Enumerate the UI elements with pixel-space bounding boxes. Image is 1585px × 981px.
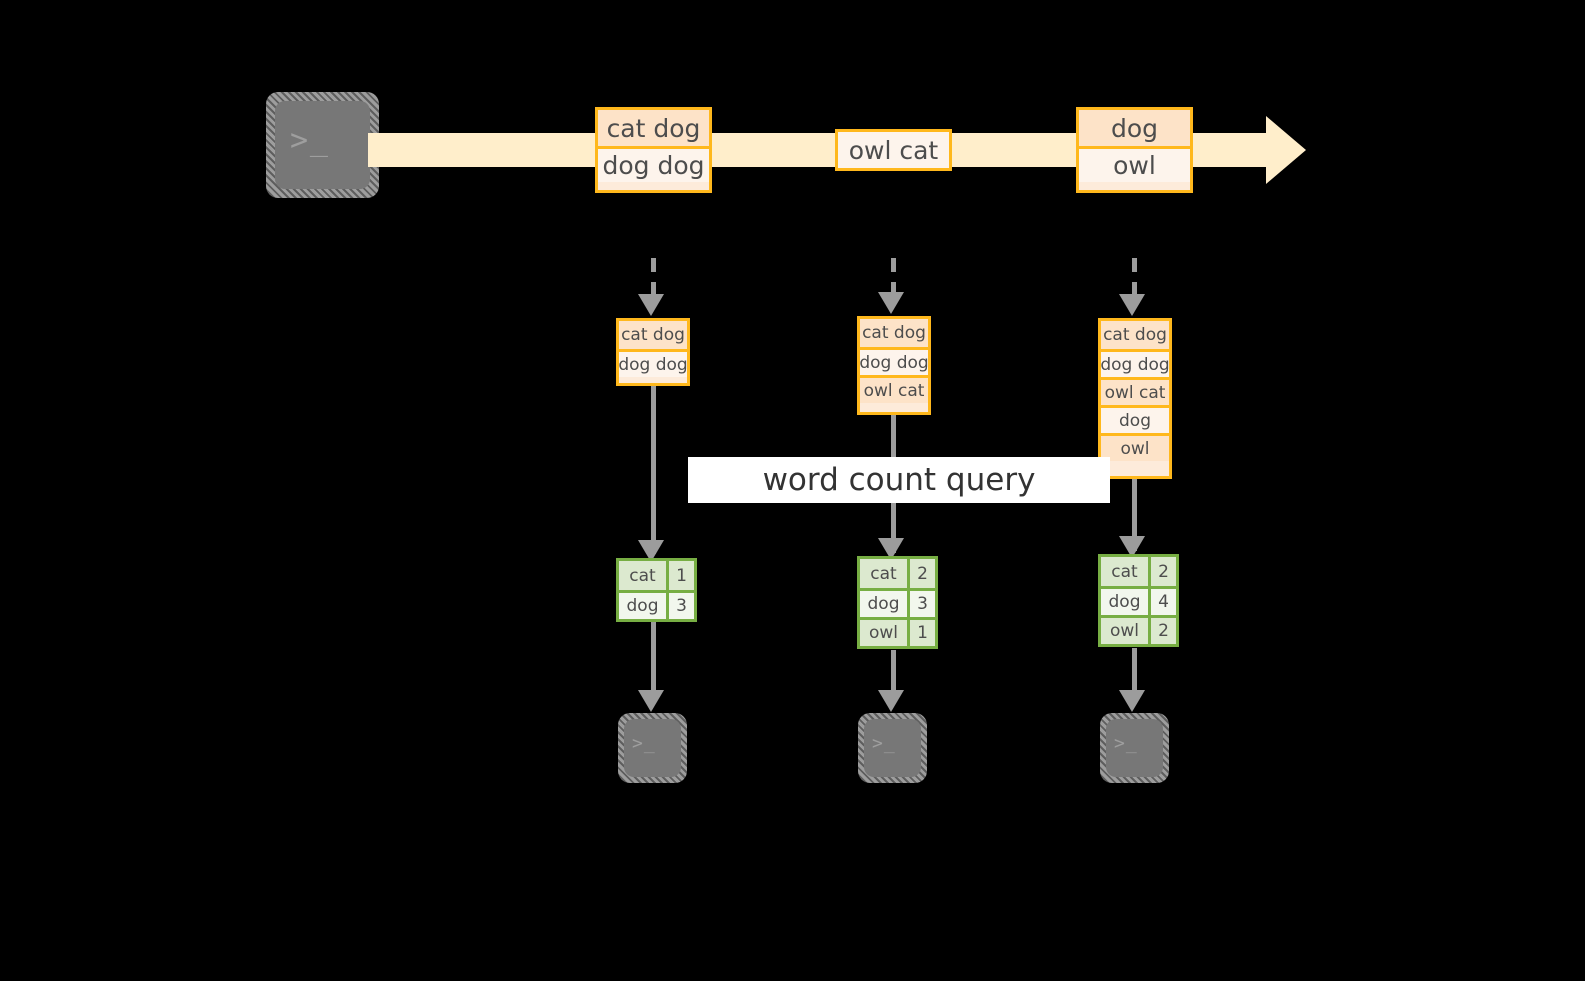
- result-word: cat: [619, 561, 666, 590]
- snapshot-2-query-arrowhead: [878, 538, 904, 560]
- result-word: dog: [860, 591, 907, 617]
- snapshot-input-row: cat dog: [619, 321, 687, 349]
- stream-event-row: dog: [1079, 110, 1190, 146]
- snapshot-1-input-box: cat dog dog dog: [616, 318, 690, 386]
- snapshot-1-sink-connector: [651, 620, 656, 696]
- snapshot-1-sink-terminal-icon: >_: [618, 713, 687, 783]
- terminal-prompt-glyph: >_: [290, 123, 330, 158]
- snapshot-3-result-table: cat 2 dog 4 owl 2: [1098, 554, 1179, 647]
- snapshot-3-dashed-arrowhead: [1119, 294, 1145, 316]
- snapshot-2-input-box: cat dog dog dog owl cat: [857, 316, 931, 415]
- snapshot-3-query-connector: [1132, 479, 1137, 551]
- snapshot-2-dashed-connector: [891, 258, 896, 296]
- event-stream-arrowhead: [1266, 116, 1306, 184]
- snapshot-2-dashed-arrowhead: [878, 292, 904, 314]
- result-count: 4: [1148, 589, 1176, 615]
- snapshot-1-query-connector: [651, 386, 656, 554]
- stream-event-row: owl cat: [838, 132, 949, 168]
- table-row: cat 2: [1101, 557, 1176, 586]
- terminal-face: [624, 719, 681, 777]
- terminal-prompt-glyph: >_: [872, 733, 896, 754]
- snapshot-1-dashed-connector: [651, 258, 656, 298]
- snapshot-3-dashed-connector: [1132, 258, 1137, 298]
- table-row: cat 1: [619, 561, 694, 590]
- stream-event-row: cat dog: [598, 110, 709, 146]
- result-count: 3: [907, 591, 935, 617]
- result-word: owl: [1101, 618, 1148, 644]
- snapshot-2-sink-arrowhead: [878, 690, 904, 712]
- snapshot-input-row: cat dog: [860, 319, 928, 347]
- snapshot-input-row: owl cat: [860, 375, 928, 403]
- table-row: dog 4: [1101, 586, 1176, 615]
- snapshot-input-row: cat dog: [1101, 321, 1169, 349]
- query-label-text: word count query: [762, 462, 1036, 498]
- snapshot-input-row: dog: [1101, 405, 1169, 433]
- snapshot-2-sink-terminal-icon: >_: [858, 713, 927, 783]
- terminal-prompt-glyph: >_: [1114, 733, 1138, 754]
- stream-event-box-3: dog owl: [1076, 107, 1193, 193]
- snapshot-1-sink-arrowhead: [638, 690, 664, 712]
- stream-event-row: owl: [1079, 146, 1190, 182]
- result-word: cat: [860, 559, 907, 588]
- table-row: dog 3: [860, 588, 935, 617]
- snapshot-3-input-box: cat dog dog dog owl cat dog owl: [1098, 318, 1172, 479]
- result-word: owl: [860, 620, 907, 646]
- table-row: dog 3: [619, 590, 694, 619]
- result-word: dog: [1101, 589, 1148, 615]
- snapshot-input-row: dog dog: [619, 349, 687, 377]
- result-word: dog: [619, 593, 666, 619]
- snapshot-2-sink-connector: [891, 650, 896, 696]
- query-label-band: word count query: [688, 457, 1110, 503]
- terminal-face: [275, 101, 370, 189]
- snapshot-input-row: owl: [1101, 433, 1169, 461]
- snapshot-input-row: owl cat: [1101, 377, 1169, 405]
- stream-event-box-1: cat dog dog dog: [595, 107, 712, 193]
- snapshot-3-query-arrowhead: [1119, 536, 1145, 558]
- snapshot-3-sink-arrowhead: [1119, 690, 1145, 712]
- result-count: 3: [666, 593, 694, 619]
- result-count: 1: [666, 561, 694, 590]
- table-row: owl 2: [1101, 615, 1176, 644]
- result-word: cat: [1101, 557, 1148, 586]
- snapshot-3-sink-connector: [1132, 648, 1137, 696]
- snapshot-3-sink-terminal-icon: >_: [1100, 713, 1169, 783]
- result-count: 2: [1148, 618, 1176, 644]
- source-terminal-icon: >_: [266, 92, 379, 198]
- terminal-prompt-glyph: >_: [632, 733, 656, 754]
- result-count: 1: [907, 620, 935, 646]
- snapshot-input-row: dog dog: [1101, 349, 1169, 377]
- result-count: 2: [907, 559, 935, 588]
- stream-event-row: dog dog: [598, 146, 709, 182]
- stream-event-box-2: owl cat: [835, 129, 952, 171]
- terminal-face: [864, 719, 921, 777]
- result-count: 2: [1148, 557, 1176, 586]
- table-row: cat 2: [860, 559, 935, 588]
- snapshot-1-query-arrowhead: [638, 540, 664, 562]
- terminal-face: [1106, 719, 1163, 777]
- snapshot-2-result-table: cat 2 dog 3 owl 1: [857, 556, 938, 649]
- snapshot-input-row: dog dog: [860, 347, 928, 375]
- snapshot-1-dashed-arrowhead: [638, 294, 664, 316]
- table-row: owl 1: [860, 617, 935, 646]
- snapshot-1-result-table: cat 1 dog 3: [616, 558, 697, 622]
